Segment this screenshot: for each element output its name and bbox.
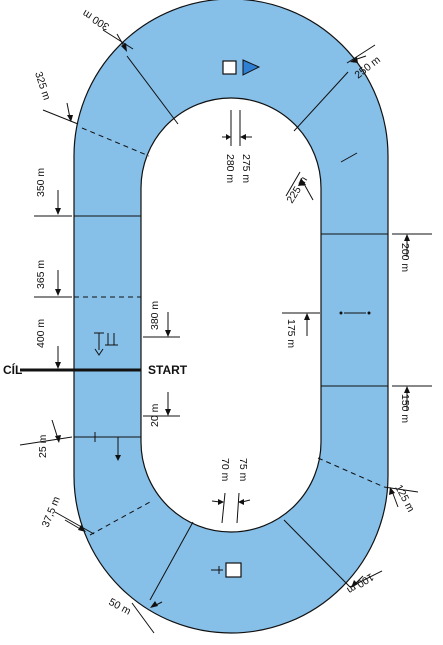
marker-70-line bbox=[221, 492, 226, 524]
label-400: 400 m bbox=[35, 319, 47, 348]
label-280: 280 m bbox=[224, 154, 236, 183]
section-line-100 bbox=[283, 519, 351, 588]
label-150: 150 m bbox=[399, 394, 411, 423]
label-300: 300 m bbox=[80, 7, 111, 33]
arrowhead-325 bbox=[67, 115, 73, 122]
label-275: 275 m bbox=[240, 154, 252, 183]
section-line-325 bbox=[81, 127, 150, 157]
marker-37-5-tick bbox=[54, 511, 95, 535]
arrowhead-175 bbox=[304, 313, 310, 320]
marker-325-tick bbox=[42, 109, 79, 125]
arrowhead-200 bbox=[404, 234, 410, 241]
label-175: 175 m bbox=[285, 319, 297, 348]
label-75: 75 m bbox=[237, 458, 249, 482]
marker-300-tick bbox=[102, 29, 134, 50]
start-block-icon bbox=[211, 562, 242, 578]
arrowhead-100 bbox=[351, 580, 358, 588]
arrowhead-400 bbox=[55, 362, 61, 369]
hurdle-icon bbox=[94, 332, 118, 356]
label-20: 20 m bbox=[149, 403, 161, 427]
section-line-250 bbox=[293, 71, 349, 132]
label-325: 325 m bbox=[32, 70, 53, 102]
section-line-300 bbox=[126, 55, 179, 125]
arrowhead-275 bbox=[240, 134, 246, 140]
label-70: 70 m bbox=[219, 458, 231, 482]
finish-label: CÍL bbox=[3, 362, 22, 377]
arrowhead-280 bbox=[226, 134, 231, 140]
marker-25-tick bbox=[19, 436, 73, 446]
arrowhead-37-5 bbox=[78, 525, 86, 532]
section-line-125 bbox=[317, 457, 385, 488]
label-380: 380 m bbox=[149, 301, 161, 330]
arrowhead-225 bbox=[298, 178, 306, 186]
label-125: 125 m bbox=[392, 483, 416, 515]
arrowhead-380 bbox=[165, 330, 171, 337]
marker-dash bbox=[340, 152, 358, 163]
label-350: 350 m bbox=[35, 168, 47, 197]
play-triangle-icon bbox=[242, 59, 261, 76]
stopper-icon bbox=[94, 432, 121, 461]
arrowhead-25 bbox=[55, 435, 61, 443]
marker-50-tick bbox=[131, 602, 155, 634]
label-25: 25 m bbox=[37, 434, 49, 458]
arrowhead-75 bbox=[238, 499, 244, 505]
arrowhead-250 bbox=[350, 57, 358, 63]
arrowhead-50 bbox=[150, 601, 158, 608]
marker-125-tick bbox=[383, 486, 419, 493]
arrowhead-150 bbox=[404, 386, 410, 393]
arrowhead-20 bbox=[165, 409, 171, 416]
label-365: 365 m bbox=[35, 260, 47, 289]
section-line-50 bbox=[149, 521, 194, 601]
arrowhead-125 bbox=[389, 487, 395, 495]
arrowhead-365 bbox=[55, 289, 61, 296]
infield bbox=[140, 97, 322, 533]
label-50: 50 m bbox=[107, 596, 133, 618]
arrowhead-70 bbox=[218, 499, 224, 505]
marker-250-tick bbox=[346, 44, 376, 64]
dot-dash-icon bbox=[339, 311, 371, 315]
arrowhead-350 bbox=[55, 208, 61, 215]
section-line-37-5 bbox=[89, 501, 151, 536]
square-icon bbox=[222, 60, 237, 75]
label-37-5: 37,5 m bbox=[40, 495, 63, 529]
marker-225-line bbox=[285, 171, 301, 197]
start-label: START bbox=[148, 363, 188, 377]
label-200: 200 m bbox=[399, 243, 411, 272]
marker-75-line bbox=[236, 492, 240, 524]
arrowhead-300 bbox=[121, 43, 127, 52]
